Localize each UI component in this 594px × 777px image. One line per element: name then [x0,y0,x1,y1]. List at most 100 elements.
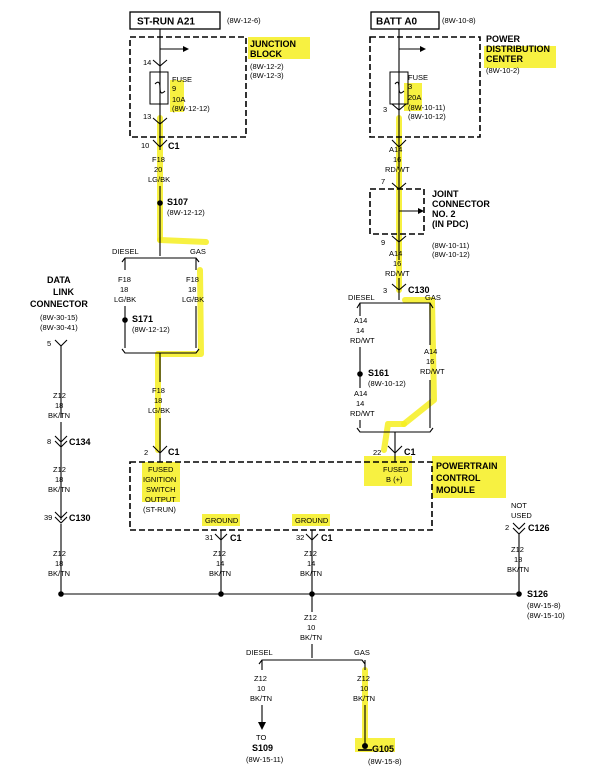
dlc-ref-1: (8W-30-15) [40,313,78,322]
g31-w-3: BK/TN [209,569,231,578]
dlc-w2-1: Z12 [53,465,66,474]
right-c130: C130 [408,285,430,295]
to-label: TO [256,733,266,742]
batt-ref: (8W-10-8) [442,16,476,25]
batt-header: BATT A0 (8W-10-8) [370,11,476,30]
wmain-1: Z12 [304,613,317,622]
left-wb-3: LG/BK [148,406,170,415]
pcm-ground-2: GROUND [295,516,329,525]
g31-w-1: Z12 [213,549,226,558]
left-wg-3: LG/BK [182,295,204,304]
right-circuit: A14 16 RD/WT 7 9 JOINT CONNECTOR NO. 2 (… [348,139,490,462]
pcm-fusedb-2: B (+) [386,475,403,484]
left-pcm-c1: C1 [168,447,180,457]
pdc-fuse-num: 3 [408,82,412,91]
right-pcm-pin: 22 [373,448,381,457]
g105-label: G105 [372,744,394,754]
right-wg-2: 16 [426,357,434,366]
jc-ref-1: (8W-10-11) [432,241,470,250]
gnd2-pin: 32 [296,533,304,542]
junction-block: 14 13 FUSE 9 10A (8W-12-12) JUNCTION BLO… [129,29,296,150]
gwg-1: Z12 [357,674,370,683]
pcm-name-1: POWERTRAIN [436,461,498,471]
right-w1-2: 16 [393,155,401,164]
jc-name-2: CONNECTOR [432,199,490,209]
left-wg-2: 18 [188,285,196,294]
right-w2-1: A14 [389,249,402,258]
s161-ref: (8W-10-12) [368,379,406,388]
dlc-c134-pin: 8 [47,437,51,446]
left-pcm-pin: 2 [144,448,148,457]
pdc-ref: (8W-10-2) [486,66,520,75]
pcm-name-3: MODULE [436,485,475,495]
s126-ref-1: (8W-15-8) [527,601,561,610]
jb-pin-top: 14 [143,58,151,67]
jc-name-3: NO. 2 [432,209,456,219]
jb-fuse-num: 9 [172,84,176,93]
power-distribution-center: 3 FUSE 3 20A (8W-10-11) (8W-10-12) POWER… [369,29,550,170]
pcm-ign-3: SWITCH [146,485,176,494]
right-jc-pin-bottom: 9 [381,238,385,247]
g32-w-2: 14 [307,559,315,568]
right-w2-2: 16 [393,259,401,268]
pcm-fusedb-1: FUSED [383,465,409,474]
pcm-ign-5: (ST-RUN) [143,505,176,514]
right-w1-1: A14 [389,145,402,154]
gwg-3: BK/TN [353,694,375,703]
right-wd-3: RD/WT [350,336,375,345]
pdc-fuse-ref-1: (8W-10-11) [408,103,446,112]
s126-ref-2: (8W-15-10) [527,611,565,620]
batt-title: BATT A0 [376,17,418,28]
dlc-ref-2: (8W-30-41) [40,323,78,332]
s161-label: S161 [368,368,389,378]
pcm-ign-2: IGNITION [143,475,176,484]
dlc-w2-2: 18 [55,475,63,484]
g31-w-2: 14 [216,559,224,568]
right-wd2-1: A14 [354,389,367,398]
left-wb-2: 18 [154,396,162,405]
s171-ref: (8W-12-12) [132,325,170,334]
gwg-2: 10 [360,684,368,693]
dlc-c130: C130 [69,513,91,523]
dlc-w1-1: Z12 [53,391,66,400]
dlc-pin: 5 [47,339,51,348]
g32-w-1: Z12 [304,549,317,558]
g-diesel: DIESEL [246,648,273,657]
left-w1-1: F18 [152,155,165,164]
dlc-c130-pin: 39 [44,513,52,522]
s107-label: S107 [167,197,188,207]
st-run-title: ST-RUN A21 [137,17,195,28]
jb-fuse-label: FUSE [172,75,192,84]
pdc-name-3: CENTER [486,54,524,64]
g105-ref: (8W-15-8) [368,757,402,766]
pdc-fuse-label: FUSE [408,73,428,82]
dlc-name-2: LINK [53,287,74,297]
right-wd2-3: RD/WT [350,409,375,418]
w126-3: BK/TN [507,565,529,574]
g-gas: GAS [354,648,370,657]
c126-label: C126 [528,523,550,533]
gnd1-pin: 31 [205,533,213,542]
right-gas: GAS [425,293,441,302]
s107-ref: (8W-12-12) [167,208,205,217]
right-w2-3: RD/WT [385,269,410,278]
left-gas: GAS [190,247,206,256]
left-c1: C1 [168,141,180,151]
pcm-ign-4: OUTPUT [145,495,176,504]
left-wd-1: F18 [118,275,131,284]
highlight-layer [142,37,556,752]
dlc-name-3: CONNECTOR [30,299,88,309]
dlc-w3-1: Z12 [53,549,66,558]
st-run-ref: (8W-12-6) [227,16,261,25]
pcm-ign-1: FUSED [148,465,174,474]
w126-2: 18 [514,555,522,564]
right-wg-3: RD/WT [420,367,445,376]
jb-ref-1: (8W-12-2) [250,62,284,71]
pcm-ground-1: GROUND [205,516,239,525]
left-w1-2: 20 [154,165,162,174]
right-wd2-2: 14 [356,399,364,408]
right-wd-2: 14 [356,326,364,335]
right-c130-pin: 3 [383,286,387,295]
left-c1-pin: 10 [141,141,149,150]
